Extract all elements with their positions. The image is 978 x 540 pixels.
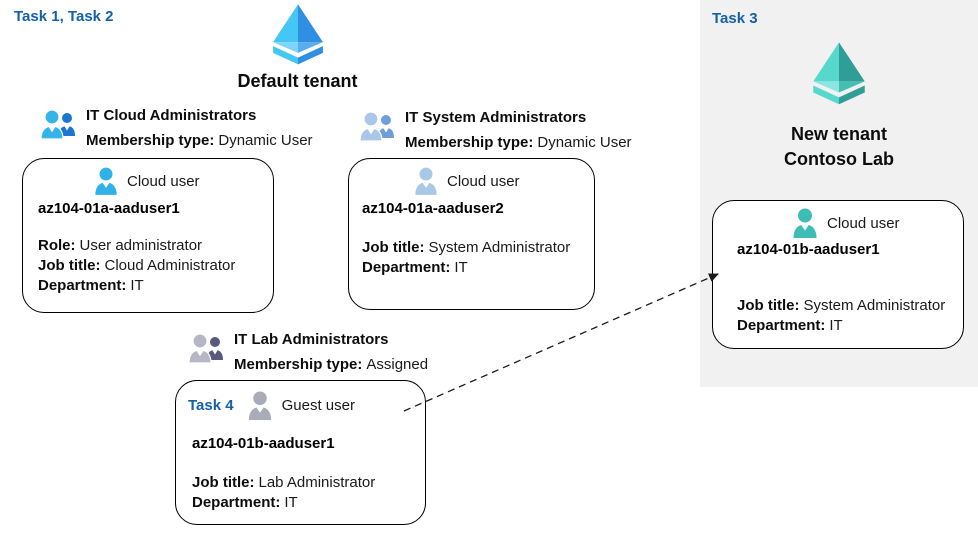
group-membership: Membership type:Assigned — [234, 356, 429, 373]
cloud-user-icon — [415, 167, 437, 195]
new-tenant-title-line1: New tenant — [790, 124, 887, 144]
group-it-cloud-administrators: IT Cloud Administrators Membership type:… — [38, 103, 313, 153]
user-attribute-job-title: Job title:System Administrator — [362, 239, 571, 256]
user-attribute-department: Department:IT — [38, 277, 144, 294]
group-name: IT Lab Administrators — [234, 331, 389, 348]
default-tenant-title: Default tenant — [237, 71, 358, 91]
new-tenant-user-card-aaduser1: Cloud user az104-01b-aaduser1 Job title:… — [712, 200, 964, 349]
group-membership: Membership type:Dynamic User — [86, 132, 313, 149]
guest-user-card-aaduser1: Task 4 Guest user az104-01b-aaduser1 Job… — [175, 380, 426, 525]
group-users-icon — [359, 111, 394, 142]
user-name: az104-01a-aaduser1 — [38, 200, 180, 217]
user-name: az104-01b-aaduser1 — [737, 241, 880, 258]
task-4-label: Task 4 — [188, 397, 234, 414]
guest-user-icon — [248, 391, 271, 420]
user-type-label: Cloud user — [827, 214, 900, 232]
user-name: az104-01a-aaduser2 — [362, 200, 504, 217]
cloud-user-icon — [793, 208, 817, 238]
group-users-icon — [40, 109, 75, 140]
group-it-lab-administrators: IT Lab Administrators Membership type:As… — [186, 327, 428, 377]
user-card-aaduser2: Cloud user az104-01a-aaduser2 Job title:… — [348, 158, 595, 310]
cloud-user-icon — [95, 167, 117, 195]
group-membership: Membership type:Dynamic User — [405, 134, 632, 151]
new-tenant-title-line2: Contoso Lab — [784, 149, 894, 169]
user-attribute-department: Department:IT — [192, 494, 298, 511]
task-1-2-label: Task 1, Task 2 — [14, 8, 114, 25]
task-3-label: Task 3 — [712, 10, 758, 27]
user-type-label: Cloud user — [447, 172, 520, 190]
group-users-icon — [188, 333, 223, 364]
user-attribute-department: Department:IT — [737, 317, 843, 334]
user-card-aaduser1: Cloud user az104-01a-aaduser1 Role:User … — [22, 158, 274, 313]
default-tenant-header: Default tenant — [180, 3, 415, 94]
user-name: az104-01b-aaduser1 — [192, 435, 335, 452]
user-attribute-role: Role:User administrator — [38, 237, 203, 254]
azure-ad-new-tenant-icon — [813, 42, 865, 105]
new-tenant-header: New tenant Contoso Lab — [700, 41, 978, 172]
user-attribute-job-title: Job title:Lab Administrator — [192, 474, 376, 491]
group-name: IT Cloud Administrators — [86, 107, 257, 124]
user-type-label: Guest user — [281, 397, 355, 414]
user-type-label: Cloud user — [127, 172, 200, 190]
user-attribute-job-title: Job title:System Administrator — [737, 297, 946, 314]
group-it-system-administrators: IT System Administrators Membership type… — [357, 105, 632, 155]
group-name: IT System Administrators — [405, 109, 587, 126]
azure-ad-tenant-icon — [272, 4, 323, 65]
user-attribute-job-title: Job title:Cloud Administrator — [38, 257, 236, 274]
user-attribute-department: Department:IT — [362, 259, 468, 276]
